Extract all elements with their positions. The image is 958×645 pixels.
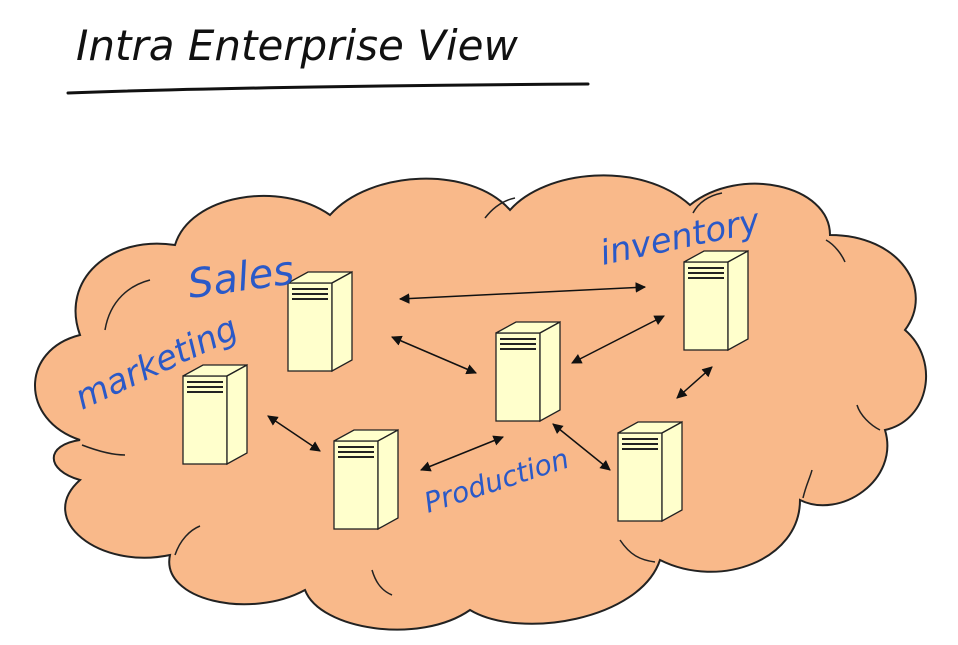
page-title: Intra Enterprise View bbox=[76, 21, 518, 70]
link-sales-inventory bbox=[398, 282, 647, 304]
link-center-inventory bbox=[571, 315, 665, 364]
server-sales-icon bbox=[287, 270, 353, 373]
server-marketing-icon bbox=[182, 363, 248, 466]
server-production-icon bbox=[617, 420, 683, 523]
link-marketing-server bbox=[267, 415, 321, 452]
server-center-icon bbox=[495, 320, 561, 423]
connections bbox=[267, 282, 713, 472]
link-center-production bbox=[552, 423, 611, 471]
link-sales-center bbox=[391, 335, 477, 375]
server-inventory-icon bbox=[683, 249, 749, 352]
server-lower-left-icon bbox=[333, 428, 399, 531]
link-server-center bbox=[420, 435, 504, 472]
enterprise-cloud bbox=[34, 174, 927, 631]
link-inventory-production bbox=[676, 366, 713, 399]
title-underline bbox=[66, 82, 590, 95]
servers bbox=[182, 249, 749, 531]
